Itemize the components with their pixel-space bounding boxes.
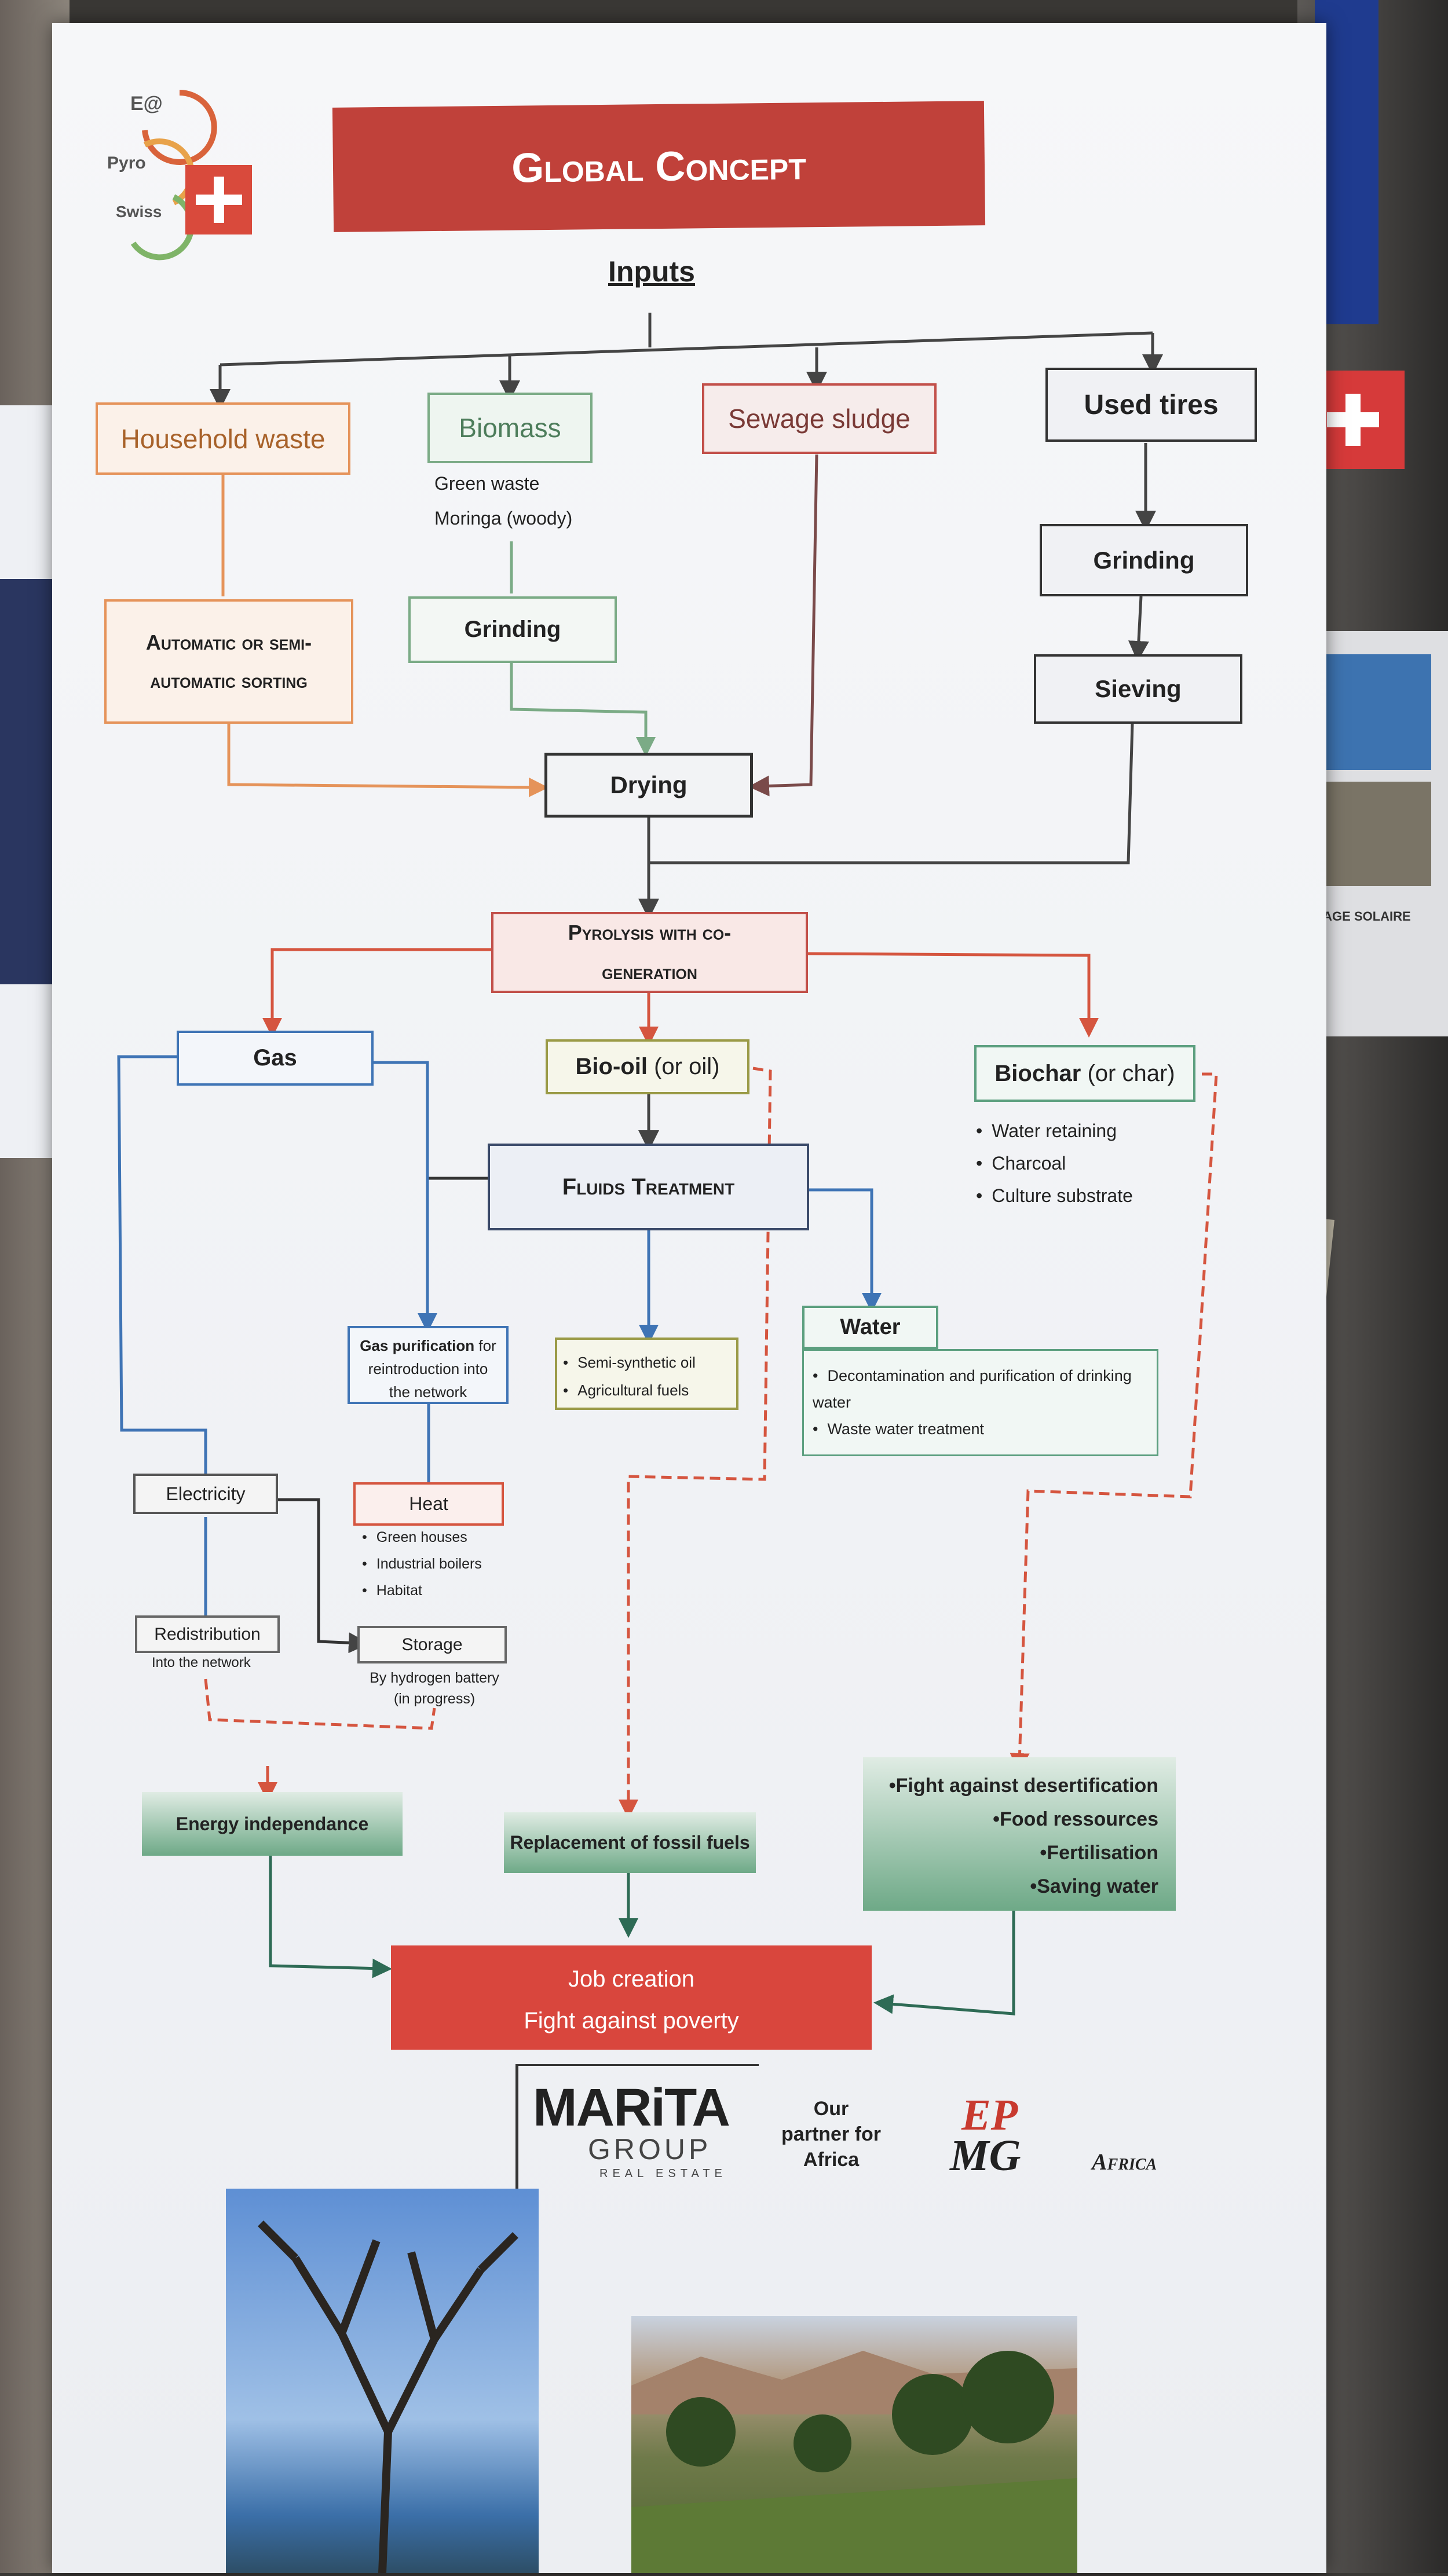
fossil-replacement-node: Replacement of fossil fuels (504, 1812, 756, 1873)
sorting-node: Automatic or semi-automatic sorting (104, 599, 353, 724)
biomass-note-2: Moringa (woody) (434, 508, 573, 529)
water-items-box: Decontamination and purification of drin… (802, 1349, 1158, 1456)
eat-pyro-swiss-logo (130, 90, 252, 261)
sieving-node: Sieving (1034, 654, 1242, 724)
biomass-notes: Green waste Moringa (woody) (434, 466, 572, 536)
logo-line1: E@ (130, 93, 163, 115)
desertification-node: •Fight against desertification •Food res… (863, 1757, 1176, 1911)
desert-item-2: •Food ressources (993, 1808, 1158, 1830)
tree-photo (226, 2189, 539, 2574)
household-waste-node: Household waste (96, 402, 350, 475)
marita-logo: MARiTA GROUP REAL ESTATE (515, 2064, 759, 2193)
biochar-label: Biochar (994, 1060, 1081, 1086)
desert-item-1: •Fight against desertification (888, 1775, 1158, 1797)
marita-name: MARiTA (533, 2078, 730, 2137)
biochar-use-3: Culture substrate (976, 1179, 1133, 1212)
partner-line-2: partner for (781, 2123, 881, 2145)
gas-purification-rest: for reintroduction into the network (368, 1337, 496, 1401)
biochar-uses: Water retaining Charcoal Culture substra… (976, 1115, 1133, 1212)
biomass-note-1: Green waste (434, 473, 540, 494)
partner-line-3: Africa (803, 2149, 860, 2171)
drying-node: Drying (544, 753, 753, 818)
gas-node: Gas (177, 1031, 374, 1086)
bio-oil-node: Bio-oil (or oil) (546, 1039, 749, 1094)
storage-sub: By hydrogen battery (in progress) (348, 1668, 521, 1709)
epmg-ep: EP (961, 2091, 1018, 2139)
bio-oil-sub: (or oil) (654, 1054, 720, 1079)
biochar-use-1: Water retaining (976, 1115, 1133, 1147)
biochar-use-2: Charcoal (976, 1147, 1133, 1179)
epmg-logo: EP MG Africa (927, 2090, 1170, 2206)
inputs-label: Inputs (608, 255, 695, 288)
job-creation-node: Job creation Fight against poverty (391, 1945, 872, 2050)
partner-line-1: Our (813, 2098, 849, 2120)
biomass-node: Biomass (427, 393, 593, 463)
job-line-2: Fight against poverty (524, 2008, 739, 2033)
water-item-1: Decontamination and purification of drin… (813, 1362, 1148, 1416)
grinding-biomass-node: Grinding (408, 596, 617, 663)
partner-text: Our partner for Africa (765, 2096, 898, 2172)
energy-independance-node: Energy independance (142, 1792, 403, 1856)
used-tires-node: Used tires (1045, 368, 1257, 442)
logo-line3: Swiss (116, 203, 162, 221)
gas-purification-bold: Gas purification (360, 1337, 475, 1354)
logo-line2: Pyro (107, 153, 146, 173)
pyrolysis-node: Pyrolysis with co-generation (491, 912, 808, 993)
water-node: Water (802, 1306, 938, 1349)
fluids-treatment-node: Fluids Treatment (488, 1144, 809, 1230)
page-title: Global Concept (332, 101, 986, 232)
water-item-2: Waste water treatment (813, 1416, 1148, 1442)
job-line-1: Job creation (568, 1966, 694, 1992)
redistribution-node: Redistribution (135, 1615, 280, 1653)
palm-silhouettes (631, 2351, 1077, 2573)
oil-item-1: Semi-synthetic oil (563, 1349, 730, 1376)
electricity-node: Electricity (133, 1474, 278, 1514)
desert-item-4: •Saving water (1030, 1875, 1158, 1897)
heat-item-1: Green houses (362, 1524, 482, 1551)
tree-silhouette (258, 2220, 518, 2574)
gas-purification-node: Gas purification for reintroduction into… (348, 1326, 509, 1404)
desert-item-3: •Fertilisation (1040, 1842, 1158, 1864)
epmg-africa: Africa (1092, 2149, 1157, 2175)
biochar-sub: (or char) (1087, 1060, 1175, 1086)
sewage-sludge-node: Sewage sludge (702, 383, 937, 454)
heat-item-3: Habitat (362, 1577, 482, 1604)
oasis-photo (631, 2316, 1077, 2573)
oil-item-2: Agricultural fuels (563, 1376, 730, 1404)
oils-node: Semi-synthetic oil Agricultural fuels (555, 1338, 738, 1410)
redistribution-sub: Into the network (152, 1655, 251, 1670)
storage-sub-2: (in progress) (393, 1691, 476, 1707)
epmg-mg: MG (950, 2131, 1021, 2180)
marita-sub: REAL ESTATE (599, 2167, 727, 2180)
storage-sub-1: By hydrogen battery (370, 1670, 499, 1686)
heat-item-2: Industrial boilers (362, 1551, 482, 1577)
bio-oil-label: Bio-oil (575, 1054, 648, 1079)
heat-node: Heat (353, 1482, 504, 1526)
grinding-tires-node: Grinding (1040, 524, 1248, 596)
storage-node: Storage (357, 1626, 507, 1663)
marita-group: GROUP (588, 2133, 712, 2165)
heat-items: Green houses Industrial boilers Habitat (362, 1524, 482, 1604)
biochar-node: Biochar (or char) (974, 1045, 1195, 1102)
